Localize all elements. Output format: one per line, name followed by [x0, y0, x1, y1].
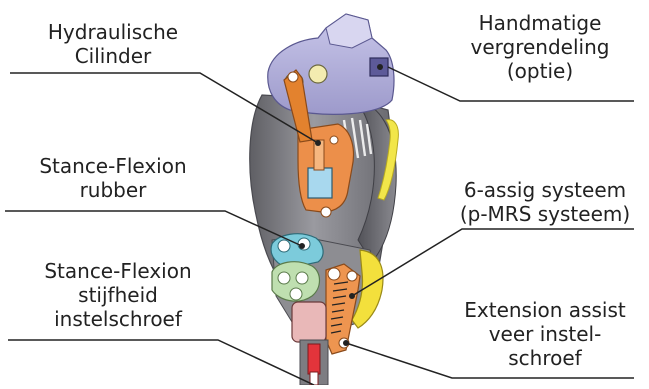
label-line: 6-assig systeem: [440, 178, 649, 202]
piston: [308, 168, 332, 198]
dot-extension: [343, 340, 349, 346]
label-line: rubber: [18, 178, 208, 202]
label-line: Hydraulische: [28, 20, 198, 44]
label-line: (optie): [430, 59, 649, 83]
label-line: schroef: [440, 346, 649, 370]
label-stance-flexion-stiffness: Stance-Flexion stijfheid instelschroef: [18, 259, 218, 331]
label-line: (p-MRS systeem): [440, 202, 649, 226]
top-bolt-2: [309, 65, 327, 83]
label-line: stijfheid: [18, 283, 218, 307]
dot-hydraulic: [315, 140, 321, 146]
cylinder-pin-bottom: [321, 207, 331, 217]
label-hydraulic-cylinder: Hydraulische Cilinder: [28, 20, 198, 68]
label-line: Cilinder: [28, 44, 198, 68]
rod-pin-top: [288, 72, 298, 82]
label-stance-flexion-rubber: Stance-Flexion rubber: [18, 154, 208, 202]
label-manual-lock: Handmatige vergrendeling (optie): [430, 11, 649, 83]
label-line: vergrendeling: [430, 35, 649, 59]
link-bolt-2: [296, 272, 308, 284]
dot-manual-lock: [377, 64, 383, 70]
label-line: Handmatige: [430, 11, 649, 35]
rubber-bolt-1: [278, 240, 290, 252]
label-line: Stance-Flexion: [18, 259, 218, 283]
label-line: veer instel-: [440, 322, 649, 346]
label-extension-assist: Extension assist veer instel- schroef: [440, 298, 649, 370]
label-six-axis-system: 6-assig systeem (p-MRS systeem): [440, 178, 649, 226]
label-line: instelschroef: [18, 307, 218, 331]
leader-stiffness: [8, 340, 314, 385]
cylinder-pin-mid: [330, 136, 338, 144]
stiffness-block: [292, 302, 326, 342]
spring-pin-mid: [347, 271, 357, 281]
stiffness-adjust-screw: [308, 344, 320, 374]
link-bolt-3: [290, 288, 302, 300]
link-bolt-1: [278, 272, 290, 284]
leader-six-axis: [352, 229, 634, 296]
dot-rubber: [299, 243, 305, 249]
label-line: Extension assist: [440, 298, 649, 322]
dot-six-axis: [349, 293, 355, 299]
label-line: Stance-Flexion: [18, 154, 208, 178]
spring-pin-top: [328, 268, 340, 280]
